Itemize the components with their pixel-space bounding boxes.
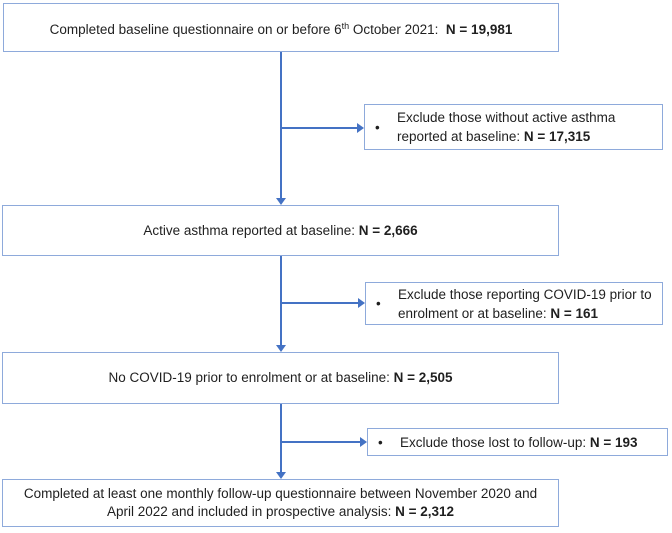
n-value: N = 17,315	[523, 129, 591, 144]
arrowhead-down-icon	[276, 345, 286, 352]
branch-arrow-line-3	[280, 441, 360, 443]
bullet-icon: •	[378, 434, 383, 450]
arrowhead-right-icon	[358, 298, 365, 308]
exclusion-lost-followup-text: Exclude those lost to follow-up: N = 193	[400, 434, 638, 450]
branch-arrow-line-1	[280, 127, 357, 129]
bullet-icon: •	[376, 296, 381, 311]
arrowhead-right-icon	[357, 123, 364, 133]
n-value: N = 161	[550, 305, 599, 321]
n-value: N = 2,505	[393, 370, 453, 385]
exclusion-no-active-asthma-text: Exclude those without active asthma repo…	[397, 110, 616, 144]
exclusion-box-covid-prior: • Exclude those reporting COVID-19 prior…	[365, 282, 663, 325]
n-value: N = 193	[589, 434, 638, 450]
flow-arrow-line-1	[280, 52, 282, 198]
box-baseline-text: Completed baseline questionnaire on or b…	[49, 20, 513, 37]
n-value: N = 2,312	[395, 504, 455, 519]
box-active-asthma-text: Active asthma reported at baseline: N = …	[143, 222, 418, 238]
arrowhead-down-icon	[276, 472, 286, 479]
flow-arrow-line-3	[280, 404, 282, 472]
box-baseline-questionnaire: Completed baseline questionnaire on or b…	[3, 3, 559, 52]
flow-arrow-line-2	[280, 256, 282, 345]
arrowhead-down-icon	[276, 198, 286, 205]
box-prospective-analysis: Completed at least one monthly follow-up…	[2, 479, 559, 527]
arrowhead-right-icon	[360, 437, 367, 447]
n-value: N = 19,981	[445, 21, 513, 37]
box-no-covid: No COVID-19 prior to enrolment or at bas…	[2, 352, 559, 404]
box-no-covid-text: No COVID-19 prior to enrolment or at bas…	[108, 370, 453, 385]
bullet-icon: •	[375, 119, 380, 135]
box-prospective-analysis-text: Completed at least one monthly follow-up…	[23, 486, 538, 519]
exclusion-box-no-active-asthma: • Exclude those without active asthma re…	[364, 104, 663, 150]
ordinal-superscript: th	[341, 20, 350, 31]
n-value: N = 2,666	[358, 222, 418, 238]
exclusion-box-lost-followup: • Exclude those lost to follow-up: N = 1…	[367, 428, 668, 456]
branch-arrow-line-2	[280, 302, 358, 304]
box-active-asthma: Active asthma reported at baseline: N = …	[2, 205, 559, 256]
exclusion-covid-prior-text: Exclude those reporting COVID-19 prior t…	[398, 286, 652, 321]
